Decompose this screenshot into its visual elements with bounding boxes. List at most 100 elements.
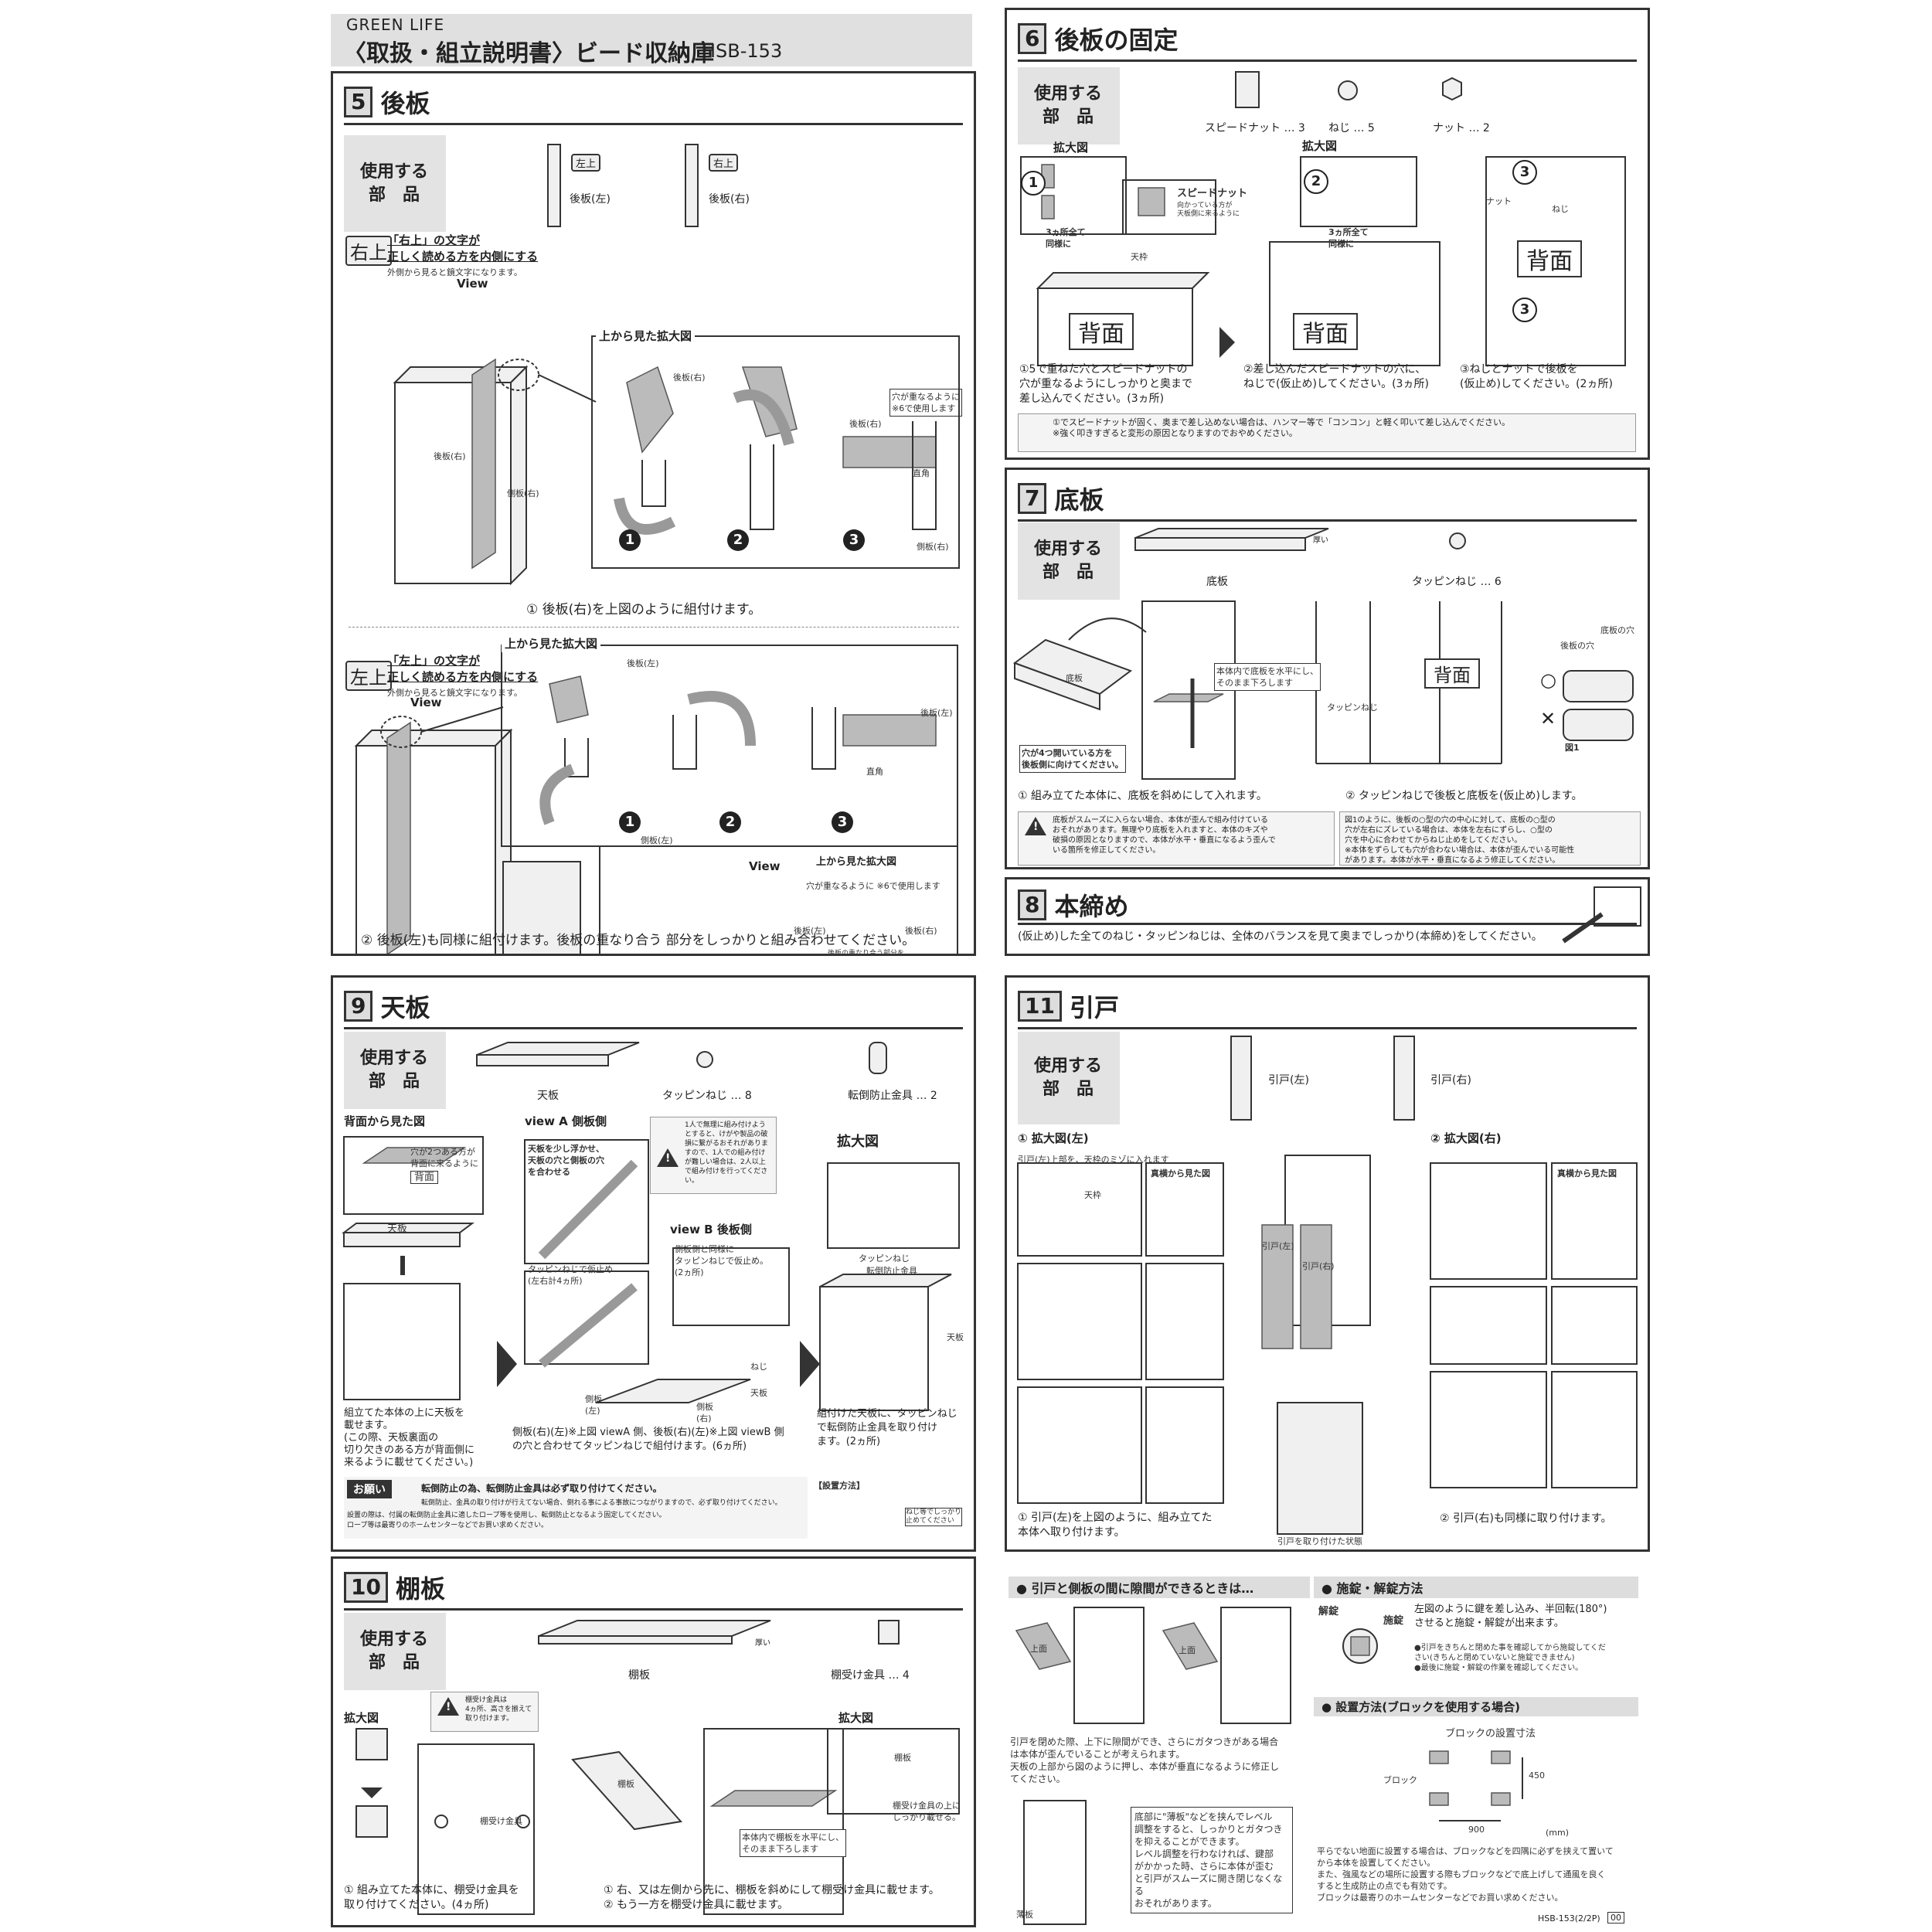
zoom-title: 拡大図 <box>344 1711 379 1725</box>
caption-3: 組付けた天板に、タッピンねじ で転倒防止金具を取り付け ます。(2ヵ所) <box>817 1408 957 1447</box>
brand: GREEN LIFE <box>346 15 445 34</box>
section-header: 6 後板の固定 <box>1018 18 1637 62</box>
zoom2-corner: 直角 <box>866 767 883 777</box>
screw-label: ねじ <box>750 1362 767 1372</box>
warning-box: 棚受け金具は 4ヵ所、高さを揃えて 取り付けます。 <box>430 1692 539 1732</box>
viewA-title: view A 側板側 <box>525 1114 607 1128</box>
inside-note: 本体内で棚板を水平にし、 そのまま下ろします <box>740 1829 846 1857</box>
note2-text: 「左上」の文字が 正しく読める方を内側にする <box>387 654 539 684</box>
key-icon <box>1342 1628 1378 1664</box>
warning-icon <box>437 1697 459 1716</box>
parts-band: 使用する 部 品 左上 後板(左) 右上 後板(右) <box>344 135 963 232</box>
caption-mid: 引戸を取り付けた状態 <box>1277 1536 1362 1546</box>
fixing-illustrations <box>1020 156 1626 366</box>
section-title: 底板 <box>1054 485 1104 515</box>
zoom-side-right: 側板(右) <box>917 542 949 552</box>
parts-band: 使用する 部 品 厚い 棚板 棚受け金具 … 4 <box>344 1613 963 1690</box>
note1-sub: 外側から見ると鏡文字になります。 <box>387 267 522 277</box>
nut-label: ナット <box>1486 196 1512 206</box>
top2-label: 天板 <box>750 1388 767 1398</box>
part-speednut: スピードナット … 3 <box>1205 122 1305 134</box>
side-left-label: 側板 (左) <box>585 1394 602 1416</box>
setting-note: ねじ等でしっかり 止めてください <box>905 1508 963 1526</box>
step-3-badge: 3 <box>843 529 865 551</box>
part-nut: ナット … 2 <box>1433 122 1490 134</box>
parts-icons <box>1134 528 1466 551</box>
top-label: 天板 <box>387 1223 408 1235</box>
part-bottom: 底板 <box>1206 576 1228 588</box>
model-number: HSB-153 <box>702 40 783 62</box>
lock-note: ●引戸をきちんと閉めた事を確認してから施錠してくだ さい(きちんと閉めていないと… <box>1414 1644 1606 1672</box>
parts-area: スピードナット … 3 ねじ … 5 ナット … 2 <box>1120 67 1637 145</box>
warning-text: 棚受け金具は 4ヵ所、高さを揃えて 取り付けます。 <box>465 1696 532 1723</box>
ok-mark: ○ <box>1540 669 1556 691</box>
onegai-text: 転倒防止の為、転倒防止金具は必ず取り付けてください。 <box>421 1483 662 1494</box>
back-label: 背面 <box>1424 658 1480 689</box>
parts-band: 使用する 部 品 スピードナット … 3 ねじ … 5 ナット … 2 <box>1018 67 1637 145</box>
up-label-2: 上面 <box>1179 1645 1196 1655</box>
caption-2: ① 右、又は左側から先に、棚板を斜めにして棚受け金具に載せます。 ② もう一方を… <box>604 1884 940 1911</box>
zoom2-side-left: 側板(左) <box>641 835 673 845</box>
zoom3-note: 穴が重なるように ※6で使用します <box>806 881 940 891</box>
part-back-right: 後板(右) <box>709 193 750 206</box>
note1-text: 「右上」の文字が 正しく読める方を内側にする <box>387 233 539 264</box>
parts-label: 使用する 部 品 <box>1033 84 1102 127</box>
thin-board-label: 薄板 <box>1016 1910 1033 1920</box>
cabinet-back-left-illustration <box>354 645 958 954</box>
onegai-foot: 設置の際は、付属の転倒防止金具に適したロープ等を使用し、転倒防止となるよう固定し… <box>347 1512 666 1529</box>
note2-tag: 左上 <box>345 661 392 691</box>
width-dim: 900 <box>1468 1825 1485 1835</box>
section-8-final-tightening: 8 本締め (仮止め)した全てのねじ・タッピンねじは、全体のバランスを見て奥まで… <box>1005 877 1650 956</box>
parts-area: 厚い 棚板 棚受け金具 … 4 <box>446 1613 963 1690</box>
doc-title: 〈取扱・組立説明書〉ビード収納庫 <box>343 40 714 67</box>
label-back-right: 後板(右) <box>434 451 466 461</box>
parts-icons <box>476 1042 887 1074</box>
front-view-right: 真横から見た図 <box>1557 1168 1617 1179</box>
shelf-label-2: 棚板 <box>894 1753 911 1763</box>
warning-1-text: 底板がスムーズに入らない場合、本体が歪んで組み付けている おそれがあります。無理… <box>1053 816 1276 855</box>
zoom3-right: 後板(右) <box>905 926 937 936</box>
install-sub: ブロックの設置寸法 <box>1445 1728 1536 1740</box>
zoom-steps-right <box>614 366 937 535</box>
setting-title: 【設置方法】 <box>814 1481 865 1491</box>
step-2b-badge: 2 <box>719 811 741 833</box>
zoom-title: 拡大図 <box>837 1134 879 1150</box>
view3-label: View <box>749 859 781 873</box>
inside-note: 本体内で底板を水平にし、 そのまま下ろします <box>1214 663 1321 691</box>
zoom3-caption: 後板の重なり合う部分を しっかりと組み合わせる <box>828 950 905 956</box>
right-top-tag: 右上 <box>709 154 739 172</box>
part-bottom-sub: 厚い <box>1313 536 1328 545</box>
hole-label: 後板の穴 <box>1560 641 1594 651</box>
fig1-label: 図1 <box>1565 743 1580 753</box>
hole-bottom-label: 底板の穴 <box>1600 625 1634 635</box>
onegai-box: お願い 転倒防止の為、転倒防止金具は必ず取り付けてください。 転倒防止、金具の取… <box>344 1477 808 1539</box>
warning-2-text: 図1のように、後板の○型の穴の中心に対して、底板の○型の 穴が左右にズレている場… <box>1345 816 1575 865</box>
lock-section: ● 施錠・解錠方法 解錠 施錠 左図のように鍵を差し込み、半回転(180°) さ… <box>1314 1577 1638 1692</box>
section-10-shelf: 10 棚板 使用する 部 品 厚い 棚板 棚受け金具 … 4 拡大図 棚受け金具… <box>331 1556 976 1927</box>
all3b-label: 3ヵ所全て 同様に <box>1328 227 1369 249</box>
section-header: 11 引戸 <box>1018 985 1637 1029</box>
section-6-back-fixing: 6 後板の固定 使用する 部 品 スピードナット … 3 ねじ … 5 ナット … <box>1005 8 1650 460</box>
back-label: 背面 <box>410 1171 439 1184</box>
warning-2: 図1のように、後板の○型の穴の中心に対して、底板の○型の 穴が左右にズレている場… <box>1339 811 1641 866</box>
door-illustrations <box>1017 1155 1638 1535</box>
step-3-badge-top: 3 <box>1512 160 1537 185</box>
block-layout-diagram <box>1429 1750 1523 1821</box>
viewA-fix: タッピンねじで仮止め (左右計4ヵ所) <box>528 1264 613 1286</box>
zoom-corner: 直角 <box>913 468 930 478</box>
install-section: ● 設置方法(ブロックを使用する場合) ブロックの設置寸法 ブロック 900 4… <box>1314 1697 1638 1921</box>
gap-section: ● 引戸と側板の間に隙間ができるときは… 上面 上面 引戸を閉めた際、上下に隙間… <box>1009 1577 1310 1925</box>
stopper-label: 転倒防止金具 <box>866 1266 917 1276</box>
step2-caption: ② 後板(左)も同様に組付けます。後板の重なり合う 部分をしっかりと組み合わせて… <box>361 933 916 948</box>
all3-label: 3ヵ所全て 同様に <box>1046 227 1086 249</box>
section-11-sliding-door: 11 引戸 使用する 部 品 引戸(左) 引戸(右) ① 拡大図(左) 引戸(左… <box>1005 975 1650 1552</box>
footer-page: 00 <box>1607 1912 1624 1923</box>
shelf-label: 棚板 <box>617 1779 634 1789</box>
parts-label: 使用する 部 品 <box>1033 1056 1102 1099</box>
part-tapping: タッピンねじ … 6 <box>1412 576 1502 588</box>
section-number: 8 <box>1018 889 1047 920</box>
hole-note: 穴が4つ開いている方を 後板側に向けてください。 <box>1019 745 1126 773</box>
zoom2-title: 拡大図 <box>838 1711 874 1725</box>
parts-icons <box>1230 1036 1415 1121</box>
section-number: 7 <box>1018 483 1047 514</box>
